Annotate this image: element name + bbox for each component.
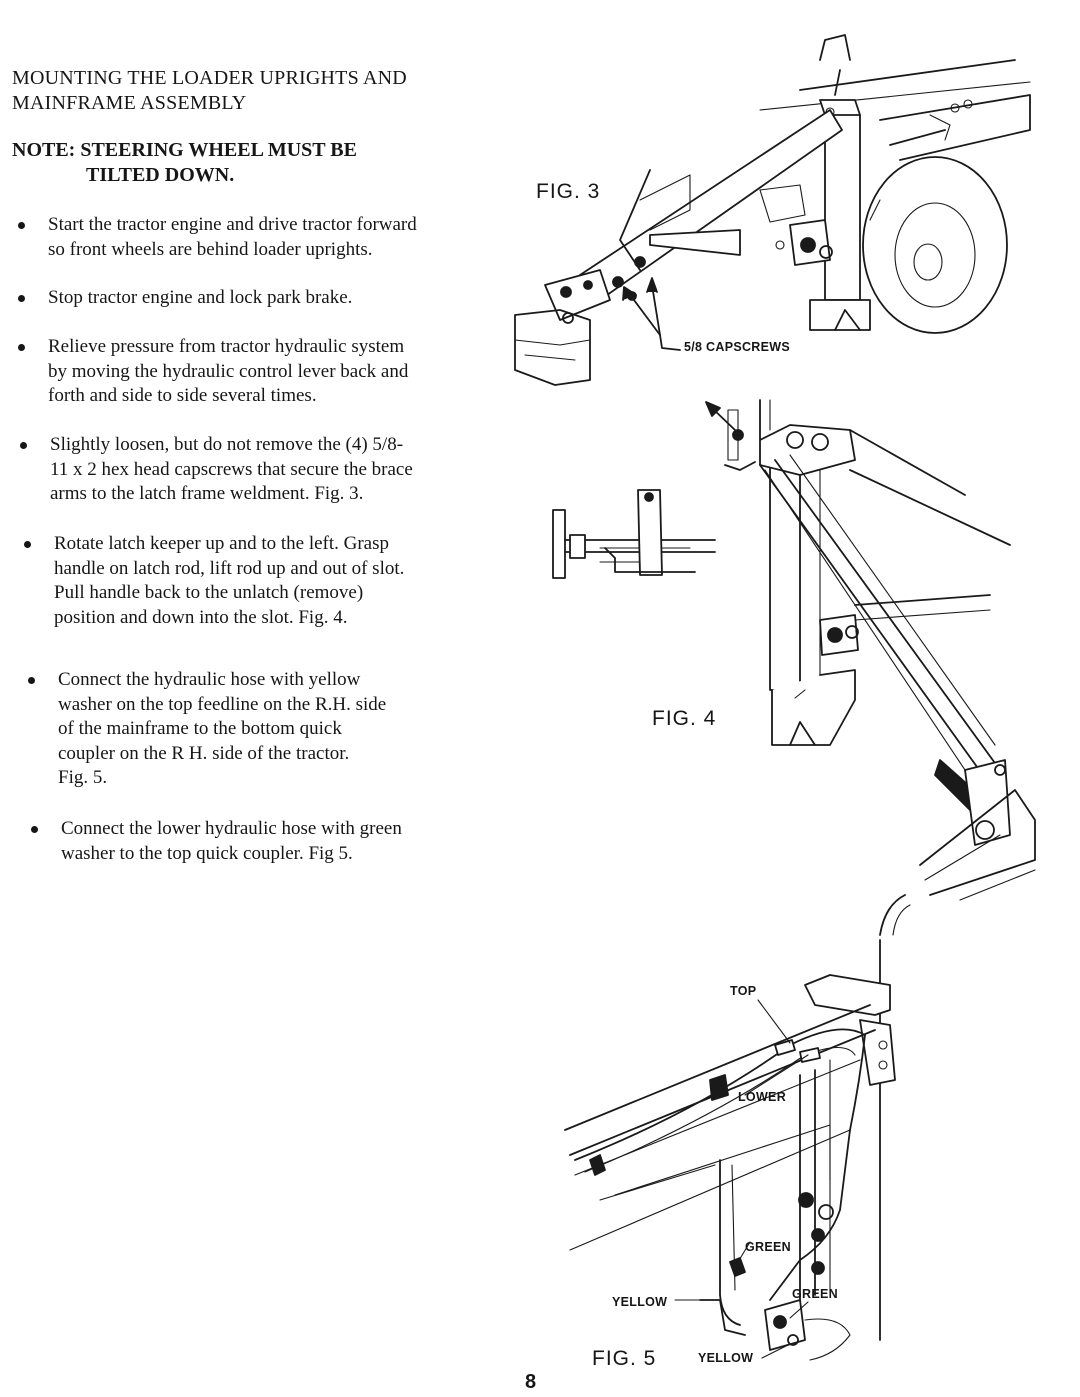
note-line-1: NOTE: STEERING WHEEL MUST BE	[12, 139, 357, 161]
fig5-label-green-upper: GREEN	[745, 1240, 791, 1254]
bullet-dot	[28, 677, 35, 684]
step-line: of the mainframe to the bottom quick	[58, 718, 342, 739]
step-line: Start the tractor engine and drive tract…	[48, 214, 417, 235]
step-line: Connect the hydraulic hose with yellow	[58, 669, 361, 690]
fig3-label: FIG. 3	[536, 180, 601, 203]
step-6: Connect the hydraulic hose with yellow w…	[28, 668, 387, 791]
fig5-label-top: TOP	[730, 984, 757, 998]
fig5-drawing	[564, 894, 911, 1361]
step-line: by moving the hydraulic control lever ba…	[48, 360, 409, 382]
fig5-label-lower: LOWER	[738, 1090, 787, 1104]
step-line: Slightly loosen, but do not remove the (…	[50, 434, 404, 455]
fig4-drawing	[552, 399, 1036, 901]
fig3-drawing	[514, 34, 1031, 386]
fig5-label-green-lower: GREEN	[792, 1287, 838, 1301]
step-7: Connect the lower hydraulic hose with gr…	[31, 817, 402, 866]
step-line: Pull handle back to the unlatch (remove)	[54, 582, 364, 603]
step-1: Start the tractor engine and drive tract…	[18, 213, 417, 262]
bullet-dot	[24, 541, 31, 548]
bullet-dot	[18, 222, 25, 229]
page-number: 8	[525, 1371, 537, 1393]
bullet-dot	[18, 344, 25, 351]
fig5-label: FIG. 5	[592, 1347, 657, 1370]
step-line: Stop tractor engine and lock park brake.	[48, 287, 353, 308]
step-line: Connect the lower hydraulic hose with gr…	[61, 818, 402, 839]
bullet-dot	[20, 442, 27, 449]
step-line: Fig. 5.	[58, 767, 108, 788]
fig5-label-yellow-left: YELLOW	[612, 1295, 668, 1309]
step-4: Slightly loosen, but do not remove the (…	[20, 433, 413, 507]
note-line-2: TILTED DOWN.	[86, 164, 235, 186]
step-line: coupler on the R H. side of the tractor.	[58, 742, 350, 764]
step-line: forth and side to side several times.	[48, 385, 317, 406]
fig3-callout-capscrews: 5/8 CAPSCREWS	[684, 340, 791, 354]
step-line: washer to the top quick coupler. Fig 5.	[61, 842, 353, 864]
fig4-label: FIG. 4	[652, 707, 717, 730]
step-2: Stop tractor engine and lock park brake.	[18, 286, 353, 311]
fig5-label-yellow-bottom: YELLOW	[698, 1351, 754, 1365]
step-5: Rotate latch keeper up and to the left. …	[24, 532, 405, 630]
section-heading: MOUNTING THE LOADER UPRIGHTS AND MAINFRA…	[12, 67, 407, 114]
step-3: Relieve pressure from tractor hydraulic …	[18, 335, 409, 409]
step-line: position and down into the slot. Fig. 4.	[54, 606, 348, 628]
step-line: so front wheels are behind loader uprigh…	[48, 238, 373, 260]
bullet-dot	[18, 295, 25, 302]
step-line: washer on the top feedline on the R.H. s…	[58, 693, 387, 715]
step-line: arms to the latch frame weldment. Fig. 3…	[50, 483, 364, 504]
bullet-dot	[31, 826, 38, 833]
step-line: Rotate latch keeper up and to the left. …	[54, 533, 390, 554]
step-line: 11 x 2 hex head capscrews that secure th…	[50, 458, 413, 480]
step-line: handle on latch rod, lift rod up and out…	[54, 557, 405, 579]
step-line: Relieve pressure from tractor hydraulic …	[48, 336, 405, 357]
